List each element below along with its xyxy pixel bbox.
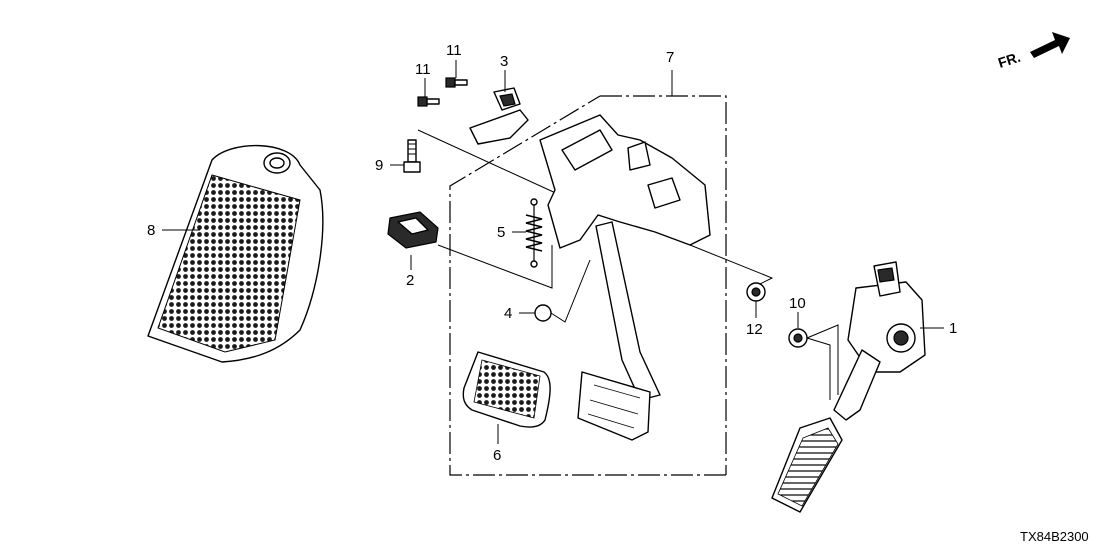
front-direction-label: FR. <box>996 49 1022 71</box>
part-2-switch <box>387 211 439 249</box>
callout-4: 4 <box>504 305 512 322</box>
part-9-bolt <box>403 139 421 173</box>
callout-11-upper: 11 <box>446 42 462 59</box>
front-direction-arrow <box>1030 32 1070 58</box>
callout-6: 6 <box>493 447 501 464</box>
callout-8: 8 <box>147 222 155 239</box>
leader-2-pointer <box>437 244 553 289</box>
callout-10: 10 <box>789 295 806 312</box>
leader-10-pointer <box>806 324 839 400</box>
part-11-bolt-lower <box>417 96 440 107</box>
part-6-pedal-pad <box>462 351 551 428</box>
part-1-accelerator-pedal <box>771 261 926 513</box>
part-10-nut <box>788 328 808 348</box>
part-11-bolt-upper <box>445 77 468 88</box>
callout-9: 9 <box>375 157 383 174</box>
callout-2: 2 <box>406 272 414 289</box>
callout-5: 5 <box>497 224 505 241</box>
leader-12-pointer <box>689 244 774 285</box>
leader-9-pointer <box>417 129 561 196</box>
part-5-spring <box>525 198 543 268</box>
assembly-frame <box>449 95 727 476</box>
part-8-pedal-cover <box>147 144 324 363</box>
part-12-nut <box>746 282 766 302</box>
callout-1: 1 <box>949 320 957 337</box>
diagram-code: TX84B2300 <box>1020 529 1089 544</box>
callout-11-lower: 11 <box>415 61 431 78</box>
leader-4-pointer <box>550 259 591 323</box>
part-4-stopper <box>534 304 552 322</box>
callout-7: 7 <box>666 49 674 66</box>
callout-12: 12 <box>746 321 763 338</box>
part-7-brake-pedal-assembly <box>539 114 711 441</box>
callout-3: 3 <box>500 53 508 70</box>
part-3-sensor <box>469 87 529 145</box>
